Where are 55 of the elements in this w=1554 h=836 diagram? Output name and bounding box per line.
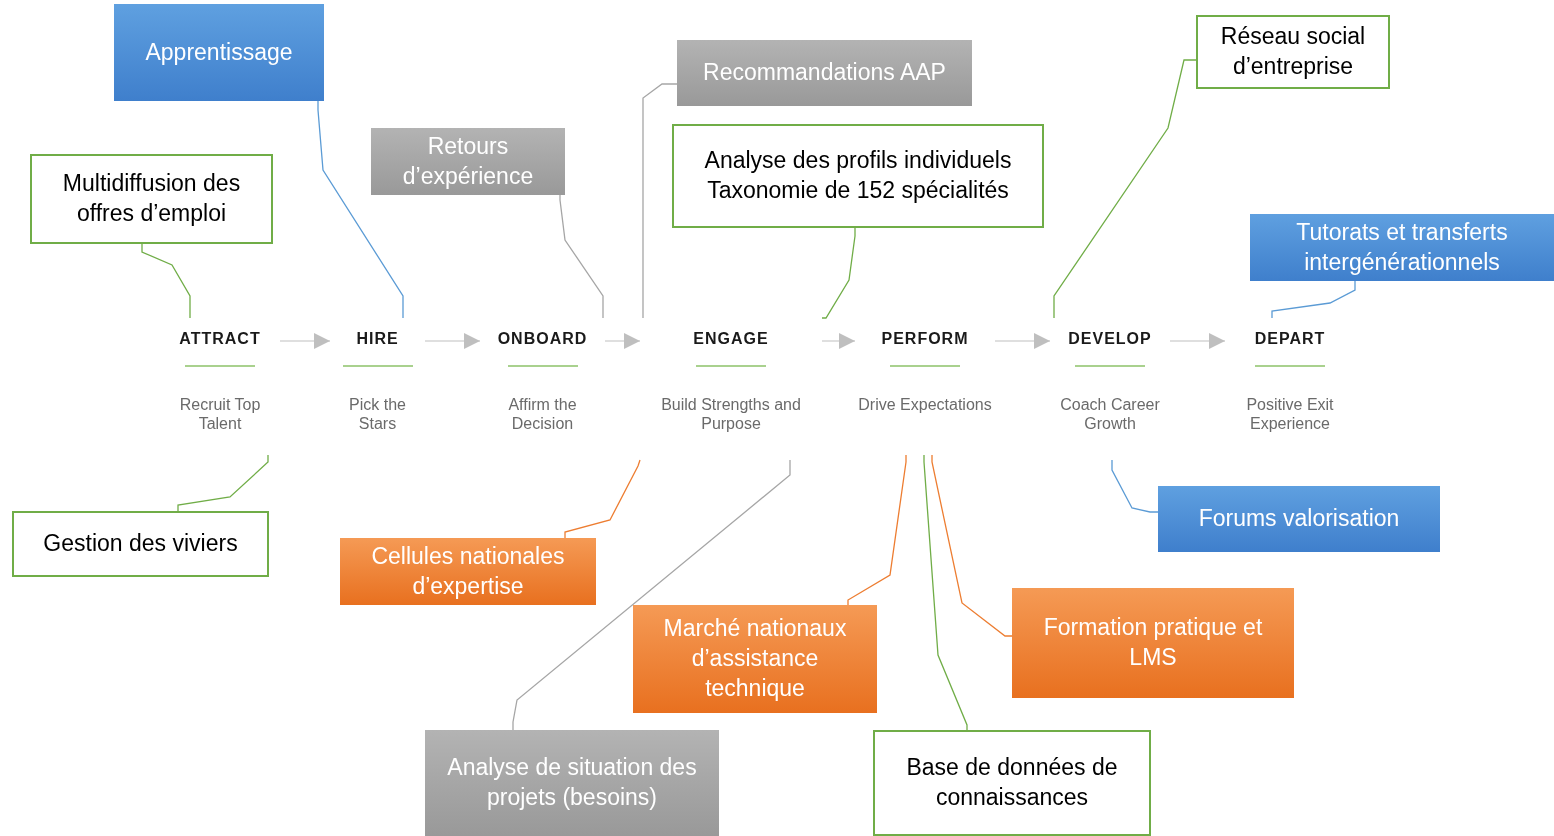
arrow — [1169, 333, 1226, 349]
node-box — [342, 365, 413, 367]
leader-line — [559, 194, 604, 319]
callout-label: Formation pratique et LMS — [1012, 588, 1294, 698]
callout-label: Recommandations AAP — [677, 40, 972, 106]
leader-line — [564, 459, 641, 539]
stage-title: ENGAGE — [693, 330, 769, 348]
arrow — [821, 333, 856, 349]
callout-label: Forums valorisation — [1158, 486, 1440, 552]
stage-description: Build Strengths and Purpose — [660, 395, 802, 433]
leader-line — [1111, 459, 1159, 513]
stage-title: ATTRACT — [179, 330, 261, 348]
node-box — [696, 365, 766, 367]
callout-label: Réseau social d’entreprise — [1196, 15, 1390, 89]
leader-line — [847, 454, 907, 606]
stage-title: PERFORM — [881, 330, 969, 348]
callout-label: Apprentissage — [114, 4, 324, 101]
leader-line — [512, 459, 791, 731]
callout-label: Retours d’expérience — [371, 128, 565, 195]
stage-description: Affirm the Decision — [507, 395, 578, 433]
callout-label: Tutorats et transferts intergénérationnels — [1250, 214, 1554, 281]
node-box — [507, 365, 578, 367]
leader-line — [821, 227, 856, 319]
node-box — [1255, 365, 1325, 367]
stage-title: ONBOARD — [497, 330, 588, 348]
stage-description: Recruit Top Talent — [178, 395, 262, 433]
leader-line — [642, 83, 678, 319]
node-box — [1075, 365, 1145, 367]
callout-label: Marché nationaux d’assistance technique — [633, 605, 877, 713]
node-box — [185, 365, 255, 367]
leader-line — [1053, 59, 1197, 319]
stage-description: Positive Exit Experience — [1245, 395, 1335, 433]
callout-label: Base de données de connaissances — [873, 730, 1151, 836]
leader-line — [141, 243, 191, 319]
stage-title: HIRE — [356, 330, 399, 348]
stage-title: DEVELOP — [1068, 330, 1152, 348]
arrow — [604, 333, 641, 349]
callout-label: Multidiffusion des offres d’emploi — [30, 154, 273, 244]
leader-line — [931, 454, 1013, 637]
callout-label: Gestion des viviers — [12, 511, 269, 577]
arrow — [279, 333, 331, 349]
arrow — [994, 333, 1051, 349]
callout-label: Analyse de situation des projets (besoins) — [425, 730, 719, 836]
callout-label: Analyse des profils individuels Taxonomie de 152 spécialités — [672, 124, 1044, 228]
leader-line — [317, 100, 404, 319]
stage-description: Drive Expectations — [858, 395, 992, 414]
stage-description: Pick the Stars — [348, 395, 407, 433]
callout-label: Cellules nationales d’expertise — [340, 538, 596, 605]
arrow — [424, 333, 481, 349]
stage-description: Coach Career Growth — [1059, 395, 1161, 433]
leader-line — [1271, 280, 1356, 319]
leader-line — [923, 454, 968, 731]
stage-title: DEPART — [1254, 330, 1326, 348]
leader-line — [177, 454, 269, 512]
node-box — [890, 365, 960, 367]
